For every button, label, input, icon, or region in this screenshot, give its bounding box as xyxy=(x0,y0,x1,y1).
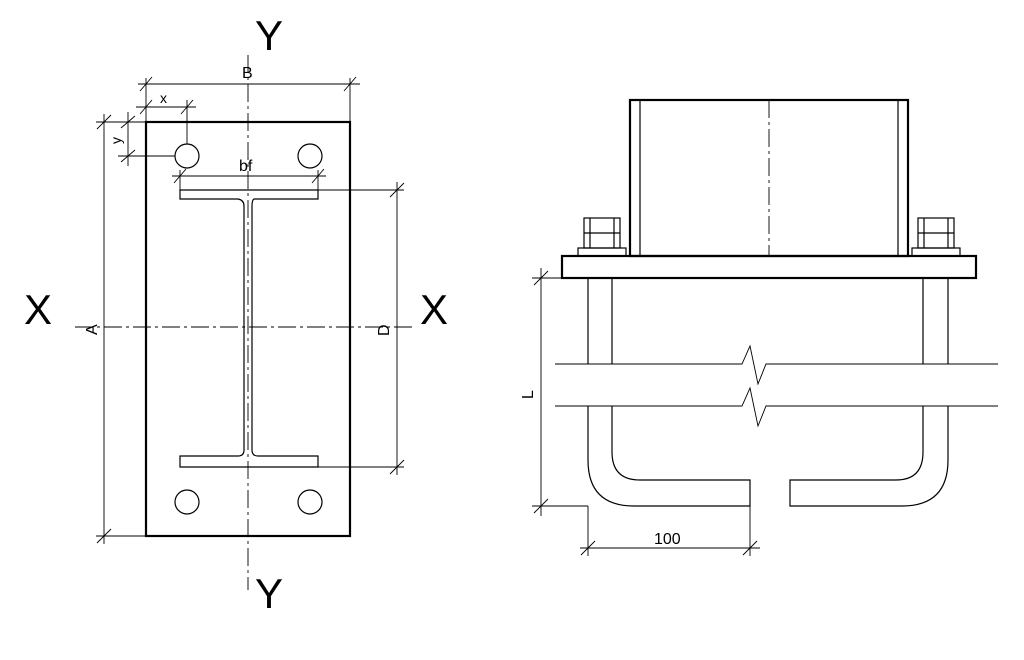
bolt-right-hook xyxy=(789,406,949,507)
bolt-hole-top-left xyxy=(174,143,200,169)
dim-100: 100 xyxy=(580,506,760,556)
dim-label-B: B xyxy=(242,65,253,82)
bolt-left-hook xyxy=(587,406,751,507)
dim-label-A: A xyxy=(84,324,101,335)
break-line-upper xyxy=(555,344,998,386)
dim-label-D: D xyxy=(376,324,393,336)
bolt-hole-bottom-left xyxy=(174,489,200,515)
dim-y: y xyxy=(96,112,175,166)
dim-label-x: x xyxy=(160,90,167,106)
dim-label-y: y xyxy=(108,137,124,144)
dim-bf: bf xyxy=(172,158,326,190)
bolt-hole-top-right xyxy=(297,143,323,169)
axis-label-y-bottom: Y xyxy=(255,570,283,617)
axis-label-x-left: X xyxy=(24,286,52,333)
nut-right xyxy=(911,217,961,257)
dim-label-100: 100 xyxy=(654,531,681,548)
dim-label-bf: bf xyxy=(239,158,253,175)
break-line-lower xyxy=(555,386,998,428)
i-section-column xyxy=(179,189,319,468)
plan-view: B x y bf xyxy=(24,12,448,617)
axis-label-x-right: X xyxy=(420,286,448,333)
nut-left xyxy=(577,217,627,257)
dim-label-L: L xyxy=(520,390,537,399)
dim-B: B xyxy=(138,65,360,122)
elevation-view: L 100 xyxy=(520,98,998,556)
base-plate-elevation xyxy=(560,254,978,280)
bolt-hole-bottom-right xyxy=(297,489,323,515)
dim-A: A xyxy=(84,114,146,544)
dim-D: D xyxy=(318,182,405,475)
dim-L: L xyxy=(520,268,588,516)
axis-label-y-top: Y xyxy=(255,12,283,59)
dim-x: x xyxy=(136,90,196,144)
